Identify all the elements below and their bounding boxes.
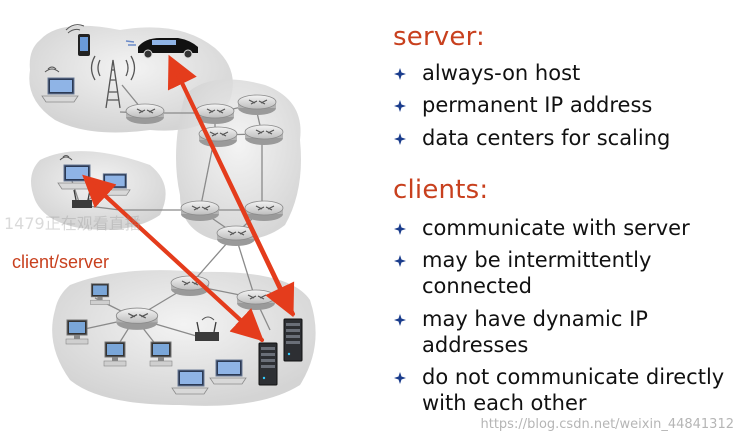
router-icon — [125, 103, 165, 125]
list-item: may have dynamic IP addresses — [394, 306, 692, 358]
bullet-text: permanent IP address — [422, 93, 653, 118]
diamond-bullet-icon — [394, 132, 406, 145]
client-server-label: client/server — [12, 252, 110, 272]
server-rack-icon — [258, 342, 278, 386]
server-rack-icon — [283, 318, 303, 362]
car-icon — [125, 38, 198, 59]
diamond-bullet-icon — [394, 313, 406, 326]
router-icon — [115, 307, 159, 331]
bullet-text: always-on host — [422, 61, 581, 85]
clients-bullet-list: communicate with server may be intermitt… — [394, 215, 742, 422]
diamond-bullet-icon — [394, 223, 406, 235]
desktop-icon — [65, 319, 89, 345]
desktop-icon — [103, 341, 127, 367]
live-viewers-watermark: 1479正在观看直播 — [4, 214, 141, 233]
list-item: do not communicate directly with each ot… — [394, 364, 742, 416]
list-item: data centers for scaling — [394, 125, 670, 151]
bullet-text: communicate with server — [422, 216, 690, 240]
server-heading: server: — [393, 22, 486, 52]
network-diagram — [29, 24, 316, 406]
diamond-bullet-icon — [394, 68, 406, 80]
desktop-icon — [90, 283, 110, 305]
bullet-text: data centers for scaling — [422, 125, 671, 150]
cell-tower-icon — [90, 55, 136, 109]
diamond-bullet-icon — [394, 371, 406, 384]
clients-heading: clients: — [393, 175, 489, 205]
list-item: communicate with server — [394, 215, 742, 241]
wifi-access-point-icon — [195, 316, 219, 341]
phone-icon — [65, 24, 90, 56]
router-icon — [244, 200, 284, 222]
router-icon — [180, 200, 220, 222]
list-item: always-on host — [394, 60, 670, 86]
bullet-text: do not communicate directly with each ot… — [422, 364, 725, 415]
router-icon — [244, 124, 284, 146]
wifi-icon — [44, 66, 60, 73]
router-icon — [236, 289, 276, 311]
router-icon — [237, 94, 277, 116]
list-item: permanent IP address — [394, 92, 670, 118]
client-server-arrows — [82, 54, 295, 342]
diamond-bullet-icon — [394, 100, 406, 113]
diamond-bullet-icon — [394, 255, 406, 268]
bullet-text: may have dynamic IP addresses — [422, 306, 648, 357]
server-bullet-list: always-on host permanent IP address data… — [394, 60, 670, 157]
url-watermark: https://blog.csdn.net/weixin_44841312 — [480, 417, 734, 432]
bullet-text: may be intermittently connected — [422, 248, 652, 299]
list-item: may be intermittently connected — [394, 247, 702, 299]
desktop-icon — [149, 341, 173, 367]
